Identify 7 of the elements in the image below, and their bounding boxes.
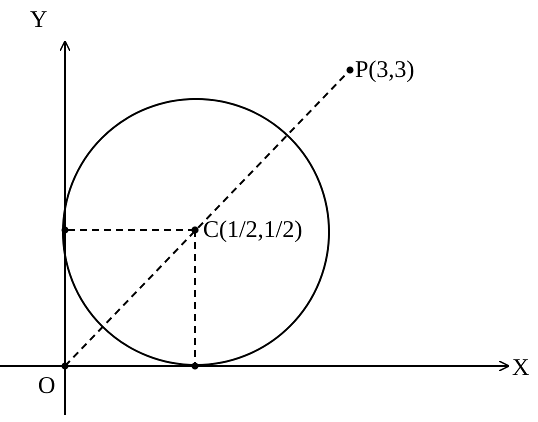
point-label: P(3,3)	[355, 58, 414, 82]
dashed-line	[192, 226, 198, 370]
dashed-line	[62, 66, 354, 370]
axis-label: Y	[30, 8, 48, 32]
point-label: C(1/2,1/2)	[203, 218, 302, 242]
point-label: O	[38, 374, 56, 398]
axis-label: X	[512, 356, 530, 380]
